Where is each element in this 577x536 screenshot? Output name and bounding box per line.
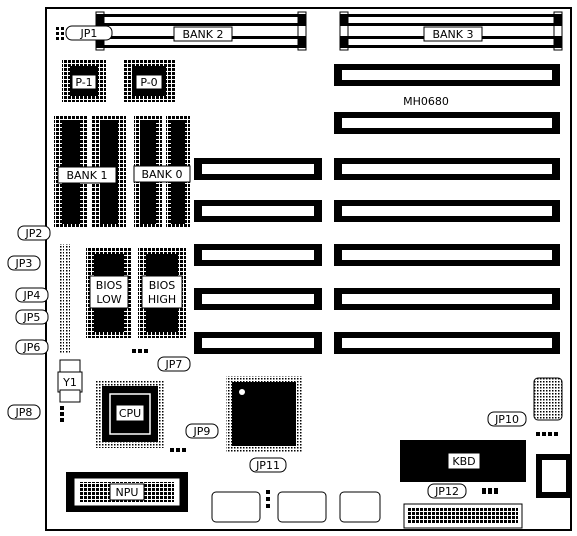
jp8-label: JP8 [15,406,33,419]
bios-low-chip: BIOS LOW [86,248,132,338]
jp10-label: JP10 [494,413,519,426]
jp7-jumper[interactable]: JP7 [132,349,191,372]
power-connector [403,503,523,529]
jp1-label: JP1 [80,27,98,40]
jp4-label: JP4 [23,289,41,302]
battery-module [533,377,563,421]
y1-label: Y1 [62,376,77,389]
cpu-chip: CPU [96,380,164,448]
jp12-jumper[interactable]: JP12 [427,483,498,499]
jp5-label: JP5 [23,311,41,324]
bank3-simm-slots [339,11,563,51]
jp11-jumper[interactable]: JP11 [249,457,287,508]
jp2-jumper[interactable]: JP2 [17,225,51,241]
bios-high-line1: BIOS [149,279,175,292]
jp4-jumper[interactable]: JP4 [15,287,49,303]
jumper-strip-jp2-jp6 [60,244,70,354]
small-chip-3 [339,491,381,523]
npu-socket: NPU [66,472,188,512]
jp2-label: JP2 [25,227,43,240]
expansion-slots-right [334,64,560,354]
small-chip-1 [211,491,261,523]
bios-low-line2: LOW [96,293,121,306]
jp5-jumper[interactable]: JP5 [15,309,49,325]
small-chip-2 [277,491,327,523]
jp9-label: JP9 [193,425,211,438]
jp10-jumper[interactable]: JP10 [487,411,558,436]
p1-label: P-1 [75,76,92,89]
parity-chip-p1: P-1 [62,60,106,102]
cpu-label: CPU [119,407,141,420]
y1-crystal: Y1 [57,359,83,403]
jp6-jumper[interactable]: JP6 [15,339,49,355]
jp7-label: JP7 [165,358,183,371]
npu-label: NPU [116,486,139,499]
jp3-jumper[interactable]: JP3 [7,255,41,271]
jp9-jumper[interactable]: JP9 [170,423,219,452]
jp12-label: JP12 [434,485,459,498]
board-model-label: MH0680 [403,95,449,108]
bios-high-chip: BIOS HIGH [138,248,186,338]
chipset-plcc [226,376,302,452]
jp8-jumper[interactable]: JP8 [7,404,64,422]
p0-label: P-0 [140,76,157,89]
keyboard-controller: KBD [400,440,526,482]
bank0-label: BANK 0 [141,168,182,181]
bios-low-line1: BIOS [96,279,122,292]
bank3-label: BANK 3 [432,28,473,41]
bank2-simm-slots [95,11,307,51]
kbd-label: KBD [452,455,475,468]
bios-high-line2: HIGH [148,293,176,306]
keyboard-connector [536,454,572,498]
jp1-jumper[interactable]: JP1 [56,25,113,41]
bank2-label: BANK 2 [182,28,223,41]
jp6-label: JP6 [23,341,41,354]
parity-chip-p0: P-0 [124,60,176,102]
bank1-label: BANK 1 [66,169,107,182]
expansion-slots-left [194,158,322,354]
jp3-label: JP3 [15,257,33,270]
jp11-label: JP11 [255,459,280,472]
